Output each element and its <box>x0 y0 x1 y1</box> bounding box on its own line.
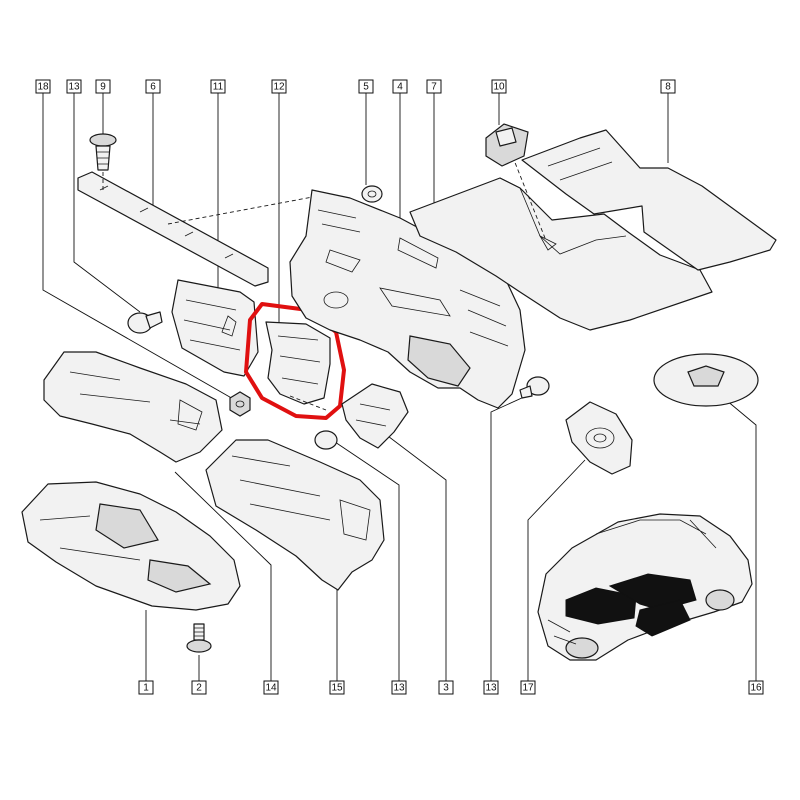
part-13b-clip <box>314 430 338 450</box>
callout-label-2: 2 <box>196 683 202 694</box>
callout-box-12 <box>271 79 287 94</box>
callout-label-12: 12 <box>273 82 285 93</box>
callout-box-8 <box>660 79 676 94</box>
callout-box-16 <box>748 680 764 695</box>
part-12-insulation <box>265 321 331 411</box>
part-11-panel <box>171 279 259 377</box>
callout-label-10: 10 <box>493 82 505 93</box>
part-3-bracket <box>341 383 409 449</box>
callout-box-9 <box>95 79 111 94</box>
callout-box-18 <box>35 79 51 94</box>
callout-box-3 <box>438 680 454 695</box>
callout-label-5: 5 <box>363 82 369 93</box>
callout-label-14: 14 <box>265 683 277 694</box>
callout-label-11: 11 <box>213 82 224 93</box>
callout-label-18: 18 <box>37 82 49 93</box>
callout-box-6 <box>145 79 161 94</box>
callout-label-6: 6 <box>150 82 156 93</box>
callout-label-13b: 13 <box>393 683 405 694</box>
callout-box-5 <box>358 79 374 94</box>
callout-label-13a: 13 <box>68 82 80 93</box>
part-13c-clip <box>519 376 550 399</box>
part-1-under-tray <box>21 481 241 611</box>
callout-label-3: 3 <box>443 683 449 694</box>
callout-box-15 <box>329 680 345 695</box>
part-6-strip <box>77 171 269 287</box>
callout-box-13b <box>391 680 407 695</box>
leader-17 <box>527 459 586 681</box>
part-7-floor-mat <box>409 149 713 331</box>
leader-3 <box>379 429 447 681</box>
part-15-wheel-liner <box>205 439 385 591</box>
callout-label-8: 8 <box>665 82 671 93</box>
part-2-bolt <box>186 623 212 653</box>
leader-13a <box>73 93 141 313</box>
part-5-grommet <box>361 185 383 203</box>
callout-label-9: 9 <box>100 82 106 93</box>
callout-label-7: 7 <box>431 82 437 93</box>
callout-label-15: 15 <box>331 683 343 694</box>
callout-box-14 <box>263 680 279 695</box>
callout-box-4 <box>392 79 408 94</box>
callout-box-13c <box>483 680 499 695</box>
leader-13b <box>334 441 400 681</box>
part-18-nut <box>229 391 251 417</box>
leader-13c <box>490 391 536 681</box>
callout-box-13a <box>66 79 82 94</box>
leader-16 <box>719 394 757 681</box>
callout-box-2 <box>191 680 207 695</box>
leader-lines <box>42 93 757 681</box>
callout-label-4: 4 <box>397 82 403 93</box>
part-14-wheel-liner <box>43 351 223 463</box>
callout-label-16: 16 <box>750 683 762 694</box>
callout-box-10 <box>491 79 507 94</box>
callout-box-1 <box>138 680 154 695</box>
part-8-rear-mat <box>521 129 777 271</box>
part-13a-clip <box>127 311 163 334</box>
part-16-pad <box>653 353 759 407</box>
part-4-bulkhead <box>289 189 526 409</box>
callout-label-17: 17 <box>522 683 534 694</box>
leader-18 <box>42 93 236 401</box>
callout-label-1: 1 <box>143 683 149 694</box>
callout-box-11 <box>210 79 226 94</box>
car-illustration <box>537 513 753 661</box>
leader-14 <box>174 471 272 681</box>
callout-boxes: 18 13 9 6 11 12 5 4 7 10 8 1 2 14 15 13 <box>35 79 764 695</box>
part-9-clip <box>89 133 117 190</box>
dashed-guide-6-4 <box>167 195 319 225</box>
part-10-bracket <box>485 123 529 167</box>
callout-label-13c: 13 <box>485 683 497 694</box>
part-17-insulator <box>565 401 633 475</box>
callout-box-17 <box>520 680 536 695</box>
callout-box-7 <box>426 79 442 94</box>
